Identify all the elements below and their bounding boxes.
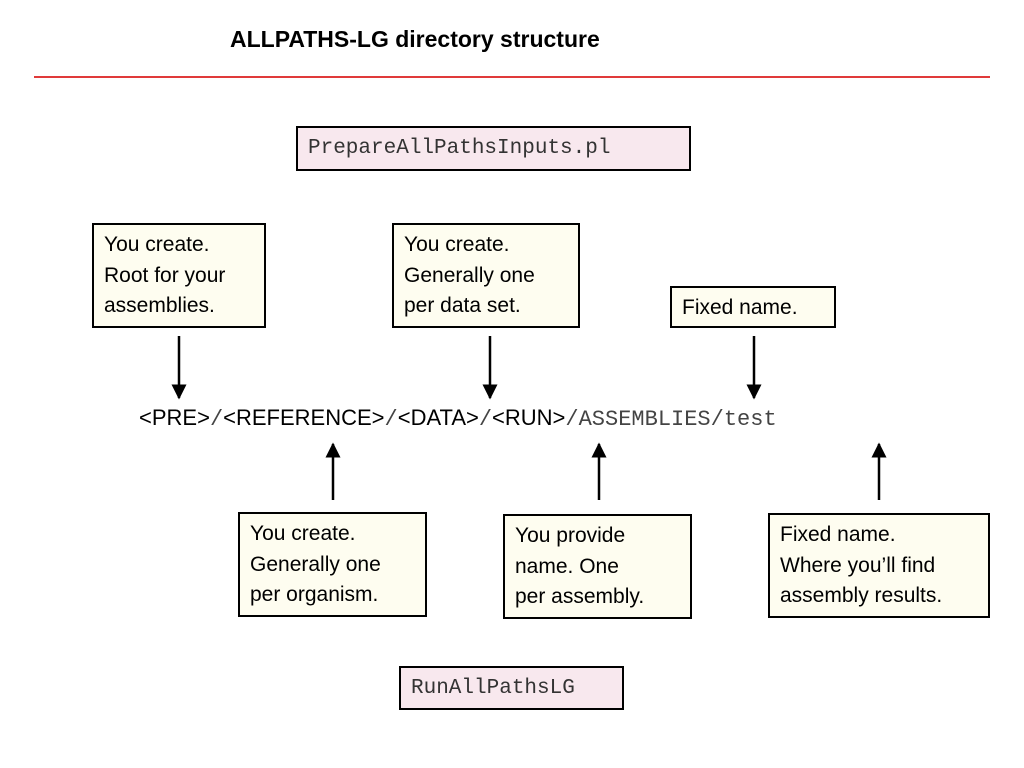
path-reference: <REFERENCE> <box>223 405 385 430</box>
run-script-box: RunAllPathsLG <box>399 666 624 710</box>
note-test: Fixed name. Where you’ll find assembly r… <box>768 513 990 618</box>
page-title: ALLPATHS-LG directory structure <box>230 26 600 52</box>
note-data-line-3: per data set. <box>404 294 521 317</box>
note-assemblies-line-1: Fixed name. <box>682 296 798 319</box>
note-reference-line-3: per organism. <box>250 583 379 606</box>
directory-path: <PRE>/<REFERENCE>/<DATA>/<RUN>/ASSEMBLIE… <box>139 403 777 435</box>
note-pre-line-1: You create. <box>104 233 210 256</box>
path-separator-3: / <box>478 407 493 432</box>
note-assemblies: Fixed name. <box>670 286 836 328</box>
path-tail: /ASSEMBLIES/test <box>565 407 777 432</box>
note-pre: You create. Root for your assemblies. <box>92 223 266 328</box>
note-test-line-2: Where you’ll find <box>780 553 936 577</box>
note-data: You create. Generally one per data set. <box>392 223 580 328</box>
note-data-line-2: Generally one <box>404 263 535 287</box>
note-data-line-1: You create. <box>404 233 510 256</box>
note-reference-line-2: Generally one <box>250 552 381 576</box>
note-run-line-1: You provide <box>515 524 626 547</box>
note-pre-line-2: Root for your <box>104 263 226 287</box>
note-run-line-3: per assembly. <box>515 585 645 608</box>
title-divider <box>34 76 990 78</box>
note-run-line-2: name. One <box>515 554 619 578</box>
path-separator-1: / <box>209 407 224 432</box>
note-test-line-3: assembly results. <box>780 584 943 607</box>
path-data: <DATA> <box>397 405 479 430</box>
note-reference: You create. Generally one per organism. <box>238 512 427 617</box>
run-script-label: RunAllPathsLG <box>411 676 575 700</box>
note-reference-line-1: You create. <box>250 522 356 545</box>
path-pre: <PRE> <box>139 405 210 430</box>
note-test-line-1: Fixed name. <box>780 523 896 546</box>
path-separator-2: / <box>384 407 398 432</box>
prepare-script-label: PrepareAllPathsInputs.pl <box>308 137 611 160</box>
prepare-script-box: PrepareAllPathsInputs.pl <box>296 126 691 171</box>
path-run: <RUN> <box>492 405 566 430</box>
note-pre-line-3: assemblies. <box>104 294 215 317</box>
note-run: You provide name. One per assembly. <box>503 514 692 619</box>
